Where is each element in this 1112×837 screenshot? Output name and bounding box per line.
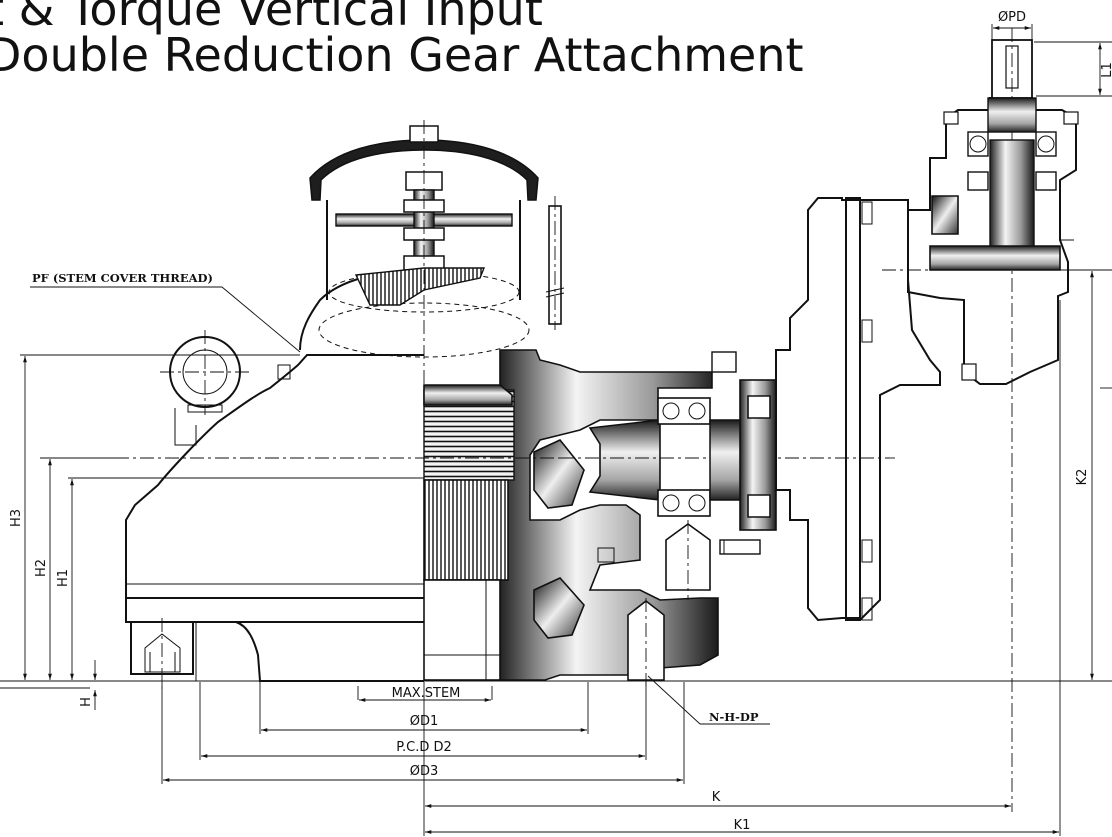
title-line-1: t & Torque Vertical Input: [0, 0, 543, 36]
dim-h3-label: H3: [9, 509, 24, 527]
dim-pcd-d2-label: P.C.D D2: [396, 740, 452, 755]
dim-h-label: H: [79, 697, 94, 707]
dim-d3-label: ØD3: [410, 764, 439, 779]
title-line-2: Double Reduction Gear Attachment: [0, 28, 804, 82]
dim-k2-label: K2: [1075, 469, 1090, 486]
nhdp-callout-label: N-H-DP: [709, 710, 759, 724]
dimension-labels: ØPD L1 K2 H3 H2 H1 H MAX.STEM ØD1 P.C.D …: [9, 10, 1112, 833]
dim-l1-label: L1: [1100, 62, 1112, 78]
dim-pd-label: ØPD: [998, 10, 1026, 25]
dimension-lines: [0, 24, 1112, 836]
dim-d1-label: ØD1: [410, 714, 439, 729]
dim-h2-label: H2: [34, 559, 49, 577]
pf-thread-label: PF (STEM COVER THREAD): [32, 271, 213, 285]
drawing-title: t & Torque Vertical Input Double Reducti…: [0, 0, 804, 78]
centerlines: [40, 120, 560, 680]
dim-k-label: K: [712, 790, 721, 805]
gear-attachment-housing: [775, 28, 1090, 812]
dim-h1-label: H1: [56, 569, 71, 587]
pf-callout: PF (STEM COVER THREAD): [30, 271, 301, 353]
gear-section: [423, 349, 895, 686]
dim-max-stem-label: MAX.STEM: [392, 686, 461, 701]
dim-k1-label: K1: [734, 818, 751, 833]
stem-cover-handwheel: [309, 125, 565, 330]
